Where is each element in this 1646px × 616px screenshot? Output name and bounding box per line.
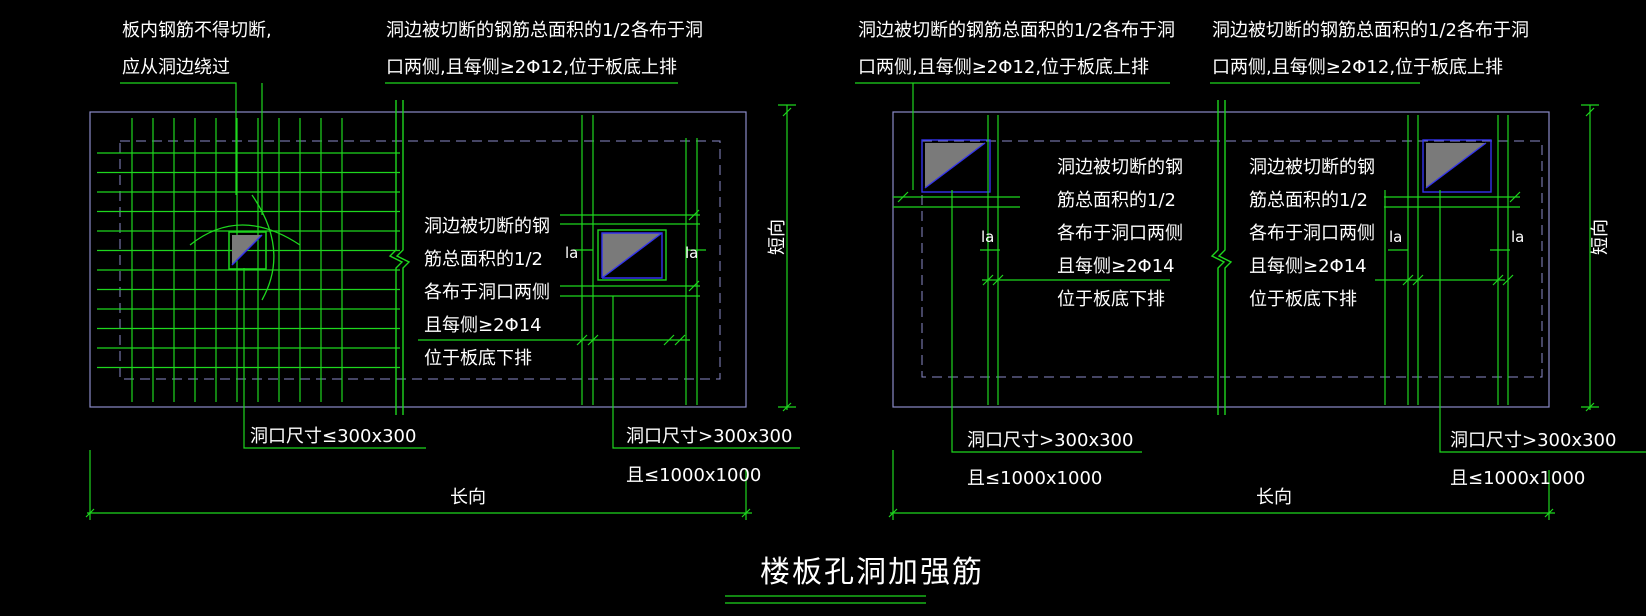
long-direction-dimension <box>85 450 752 520</box>
bottom-note-r2-line4: 且每侧≥2Φ14 <box>1249 256 1367 277</box>
bottom-note-r1-line3: 各布于洞口两侧 <box>1057 223 1183 244</box>
bottom-note-line1: 洞边被切断的钢 <box>424 216 550 237</box>
small-hole-diagonal <box>231 234 263 266</box>
hole-right-2 <box>1422 139 1492 193</box>
break-line <box>388 100 411 415</box>
top-note-right-1-line2: 口两侧,且每侧≥2Φ12,位于板底上排 <box>858 57 1149 78</box>
dimension-ticks-right <box>897 191 1521 286</box>
top-note-line1: 洞边被切断的钢筋总面积的1/2各布于洞 <box>386 20 703 41</box>
bottom-note-r1-line4: 且每侧≥2Φ14 <box>1057 256 1175 277</box>
label-large-hole-1: 洞口尺寸>300x300 <box>626 426 792 447</box>
slab-outline <box>89 111 747 408</box>
anchor-label-3: la <box>981 228 994 246</box>
bottom-note-line2: 筋总面积的1/2 <box>424 249 543 270</box>
reinforcing-bars-large-hole <box>418 115 706 405</box>
bottom-note-r2-line2: 筋总面积的1/2 <box>1249 190 1368 211</box>
bent-bar-vertical <box>251 194 275 301</box>
bottom-note-line3: 各布于洞口两侧 <box>424 282 550 303</box>
leader-lines <box>120 82 800 449</box>
left-note-line2: 应从洞边绕过 <box>122 57 230 78</box>
anchor-label-2: la <box>685 244 698 262</box>
bottom-note-r1-line2: 筋总面积的1/2 <box>1057 190 1176 211</box>
slab-panel-left <box>85 82 800 520</box>
label-large-hole-r1-1: 洞口尺寸>300x300 <box>967 430 1133 451</box>
left-note-line1: 板内钢筋不得切断, <box>122 20 272 41</box>
bottom-note-line5: 位于板底下排 <box>424 348 532 369</box>
anchor-label-5: la <box>1511 228 1524 246</box>
label-small-hole: 洞口尺寸≤300x300 <box>250 426 416 447</box>
short-direction-dimension-right <box>1581 104 1599 412</box>
break-line-right <box>1210 100 1233 415</box>
top-note-line2: 口两侧,且每侧≥2Φ12,位于板底上排 <box>386 57 677 78</box>
top-note-right-2-line2: 口两侧,且每侧≥2Φ12,位于板底上排 <box>1212 57 1503 78</box>
short-direction-label-right: 短向 <box>1590 219 1611 255</box>
long-direction-label: 长向 <box>450 487 486 508</box>
hole-right-2-diagonal <box>1425 142 1487 189</box>
anchor-label-1: la <box>565 244 578 262</box>
rebar-mesh <box>97 118 400 402</box>
short-direction-dimension <box>778 104 796 412</box>
bottom-note-r1-line5: 位于板底下排 <box>1057 289 1165 310</box>
slab-dashed-outline <box>119 140 721 380</box>
hole-right-1-diagonal <box>924 142 986 189</box>
slab-panel-right <box>855 82 1646 520</box>
bottom-note-line4: 且每侧≥2Φ14 <box>424 315 542 336</box>
long-direction-dimension-right <box>888 450 1555 520</box>
bent-bar-horizontal <box>189 224 301 246</box>
short-direction-label: 短向 <box>767 219 788 255</box>
label-large-hole-r2-1: 洞口尺寸>300x300 <box>1450 430 1616 451</box>
top-note-right-2-line1: 洞边被切断的钢筋总面积的1/2各布于洞 <box>1212 20 1529 41</box>
bottom-note-r2-line1: 洞边被切断的钢 <box>1249 157 1375 178</box>
annotations: 板内钢筋不得切断, 应从洞边绕过 洞边被切断的钢筋总面积的1/2各布于洞 口两侧… <box>122 20 1616 604</box>
drawing-title: 楼板孔洞加强筋 <box>760 555 984 590</box>
large-hole-diagonal <box>601 232 663 279</box>
slab-dashed-outline-right <box>921 140 1543 378</box>
slab-outline-right <box>892 111 1550 408</box>
small-hole-frame <box>228 231 267 270</box>
label-large-hole-r1-2: 且≤1000x1000 <box>967 468 1102 489</box>
anchor-label-4: la <box>1389 228 1402 246</box>
long-direction-label-right: 长向 <box>1256 487 1292 508</box>
large-hole-frame <box>597 229 667 281</box>
top-note-right-1-line1: 洞边被切断的钢筋总面积的1/2各布于洞 <box>858 20 1175 41</box>
bottom-note-r1-line1: 洞边被切断的钢 <box>1057 157 1183 178</box>
bottom-note-r2-line3: 各布于洞口两侧 <box>1249 223 1375 244</box>
label-large-hole-2: 且≤1000x1000 <box>626 465 761 486</box>
bottom-note-r2-line5: 位于板底下排 <box>1249 289 1357 310</box>
leader-lines-right <box>855 82 1646 453</box>
dimension-ticks <box>576 209 700 346</box>
hole-right-1 <box>921 139 991 193</box>
reinforcing-bars-right <box>893 115 1520 405</box>
label-large-hole-r2-2: 且≤1000x1000 <box>1450 468 1585 489</box>
